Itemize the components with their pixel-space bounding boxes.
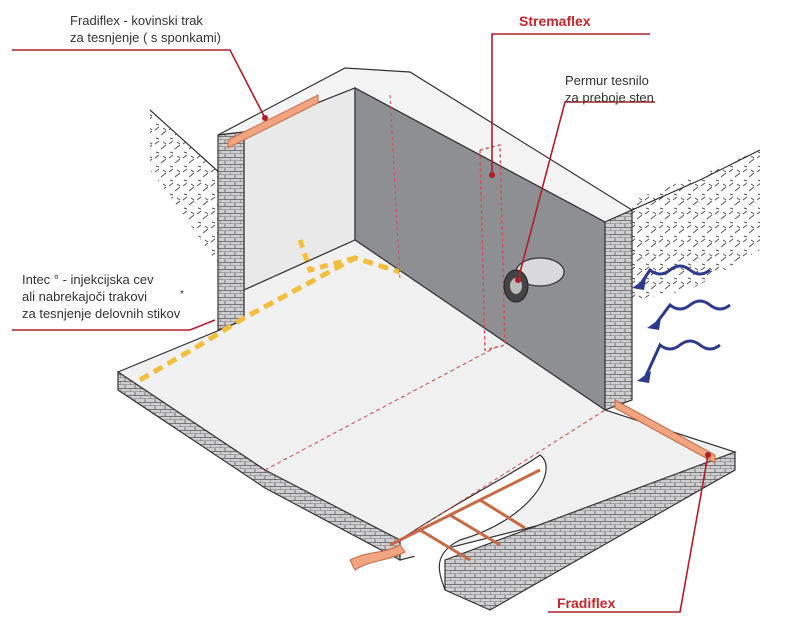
right-wall-brick [604,209,633,411]
leader-lines [12,33,709,613]
label-intec-line2: ali nabrekajoči trakovi [22,289,148,304]
soil-right [632,150,760,300]
label-permur-line2: za preboje sten [565,90,654,105]
cutaway-edge [399,454,547,591]
floor-joint-dashed-2 [399,409,606,541]
soil-edge-right [631,149,761,211]
left-wall-brick [217,131,245,331]
label-stremaflex: Stremaflex [519,13,591,29]
water-arrow-heads [632,278,661,383]
floor-joint-dashed [264,344,501,471]
stremaflex-element [479,144,506,351]
label-intec-line3: za tesnjenje delovnih stikov [22,306,181,321]
label-fradiflex-top-line2: za tesnjenje ( s sponkami) [70,30,222,45]
injection-hose-wall [297,239,356,274]
label-permur-line1: Permur tesnilo [565,73,649,88]
floor-slab-front-right [444,451,736,611]
soil-edge-left [149,109,223,176]
reinforcement-bars [389,468,541,562]
leader-dots [262,115,711,458]
label-fradiflex-top-line1: Fradiflex - kovinski trak [70,13,203,28]
water-pressure-arrows [638,264,731,379]
label-intec-star: * [180,289,184,300]
label-intec-line1: Intec ° - injekcijska cev [22,272,154,287]
stremaflex-seam [389,94,401,281]
soil-left [150,110,222,270]
label-fradiflex-bottom: Fradiflex [557,595,616,611]
fradiflex-tape-bottom [349,544,406,571]
injection-hose [138,255,401,383]
fradiflex-tape-right [614,399,716,464]
fradiflex-tape-top [227,94,319,149]
